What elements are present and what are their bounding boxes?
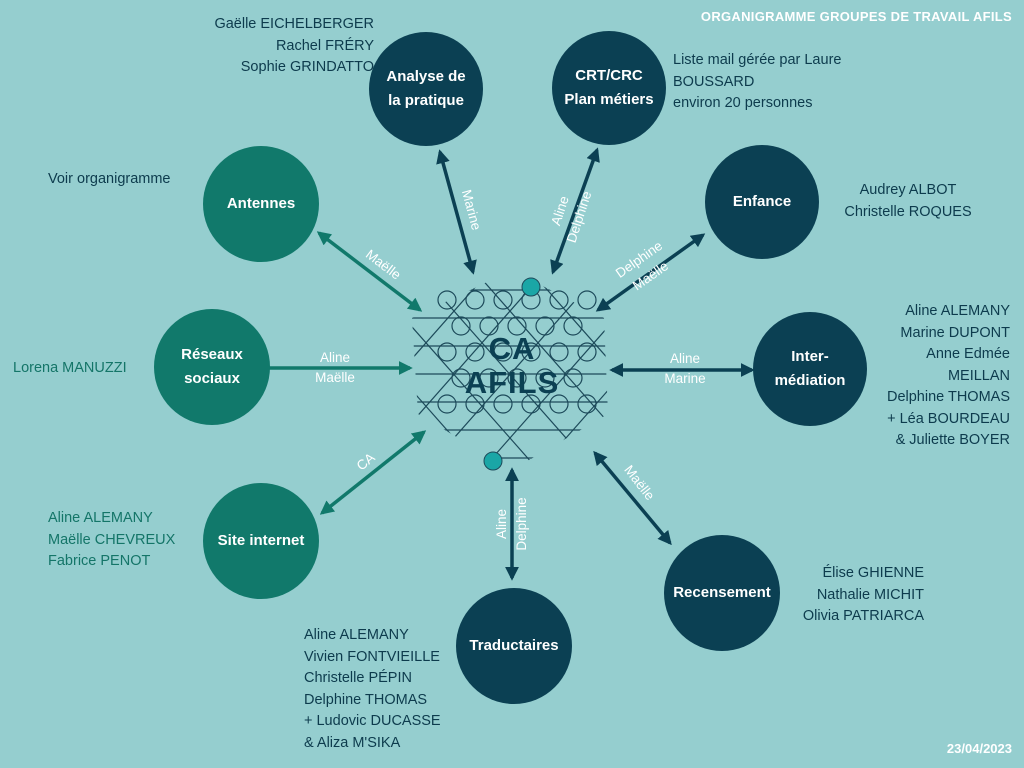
members-enfance: Audrey ALBOT Christelle ROQUES (828, 180, 988, 223)
date-label: 23/04/2023 (947, 741, 1012, 756)
emblem-circle (466, 291, 484, 309)
members-crt: Liste mail gérée par Laure BOUSSARD envi… (673, 50, 883, 115)
accent-dot-top (522, 278, 540, 296)
node-intermediation[interactable]: Inter- médiation (753, 312, 867, 426)
emblem-circle (550, 291, 568, 309)
link-label-traductaires: Aline Delphine (492, 484, 532, 564)
node-analyse-pratique[interactable]: Analyse de la pratique (369, 32, 483, 146)
members-intermediation: Aline ALEMANY Marine DUPONT Anne Edmée M… (860, 301, 1010, 452)
members-recensement: Élise GHIENNE Nathalie MICHIT Olivia PAT… (784, 563, 924, 628)
members-traductaires: Aline ALEMANY Vivien FONTVIEILLE Christe… (304, 625, 474, 754)
emblem-circle (578, 291, 596, 309)
node-reseaux-sociaux[interactable]: Réseaux sociaux (154, 309, 270, 425)
node-recensement[interactable]: Recensement (664, 535, 780, 651)
accent-dot-bottom (484, 452, 502, 470)
link-label-reseaux: Aline Maëlle (298, 348, 372, 388)
members-antennes: Voir organigramme (48, 169, 208, 191)
members-reseaux: Lorena MANUZZI (13, 358, 153, 380)
emblem-circle (494, 291, 512, 309)
node-site-internet[interactable]: Site internet (203, 483, 319, 599)
center-label: CA AFILS (452, 332, 572, 400)
node-crt-crc[interactable]: CRT/CRC Plan métiers (552, 31, 666, 145)
node-antennes[interactable]: Antennes (203, 146, 319, 262)
members-analyse: Gaëlle EICHELBERGER Rachel FRÉRY Sophie … (194, 14, 374, 79)
link-label-intermediation: Aline Marine (648, 349, 722, 389)
node-enfance[interactable]: Enfance (705, 145, 819, 259)
members-site: Aline ALEMANY Maëlle CHEVREUX Fabrice PE… (48, 508, 208, 573)
emblem-circle (438, 291, 456, 309)
